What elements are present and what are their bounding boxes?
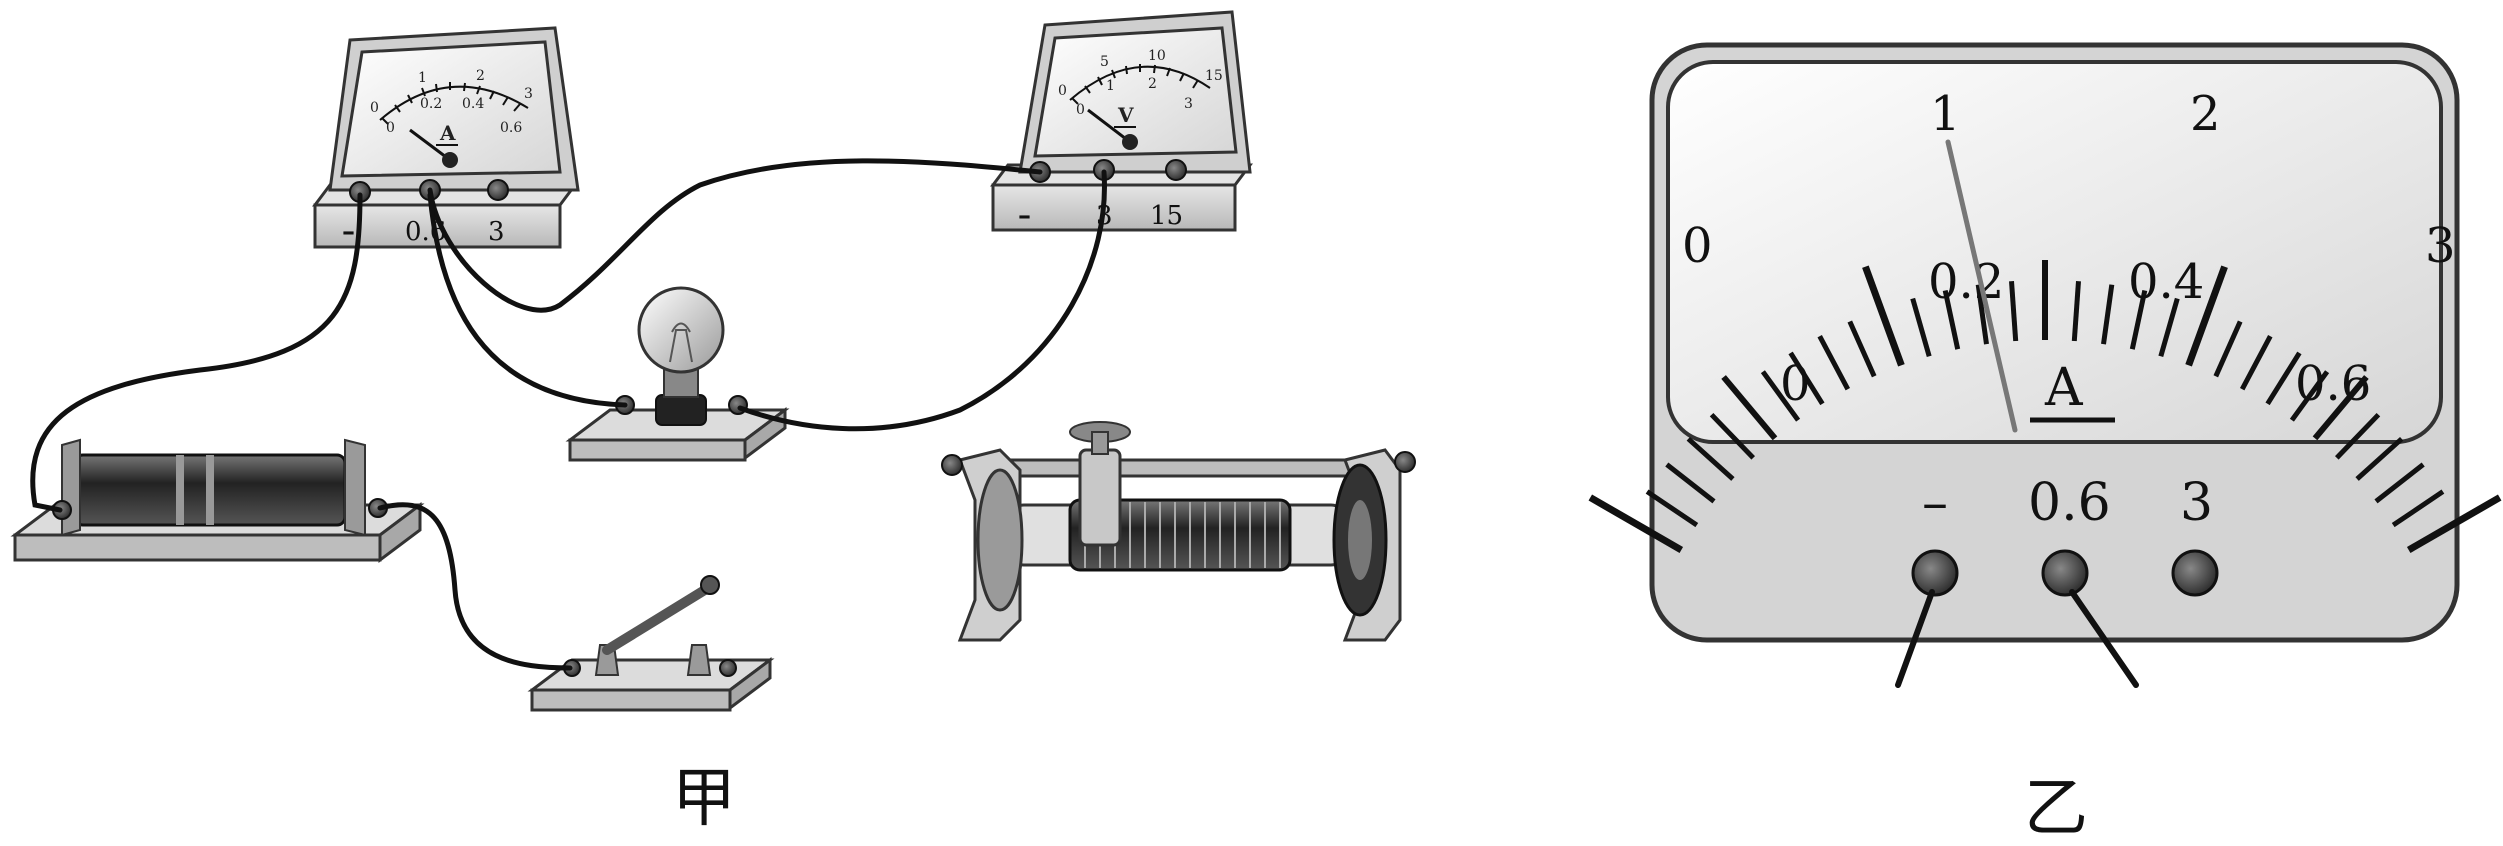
scale-tick [1588, 494, 1684, 554]
scale-tick [1975, 284, 1989, 345]
scale-tick [1709, 412, 1756, 460]
scale-tick [1760, 370, 1801, 422]
ammeter-small-outer-2: 2 [476, 68, 485, 84]
voltmeter-small-inner-2: 2 [1148, 76, 1157, 92]
voltmeter-small-inner-3: 3 [1184, 96, 1193, 112]
terminal-knob-3 [2171, 549, 2219, 597]
meter-large-scale [1588, 260, 2502, 554]
scale-tick [1942, 289, 1961, 350]
figure-a: 0 1 2 3 0 0.2 0.4 0.6 A – 0.6 3 [10, 10, 1416, 836]
battery-box [10, 438, 425, 563]
meter-large-inner-0: 0 [1780, 356, 1811, 412]
scale-tick [1721, 375, 1778, 441]
voltmeter-small-outer-0: 0 [1058, 83, 1067, 99]
scale-tick [1817, 335, 1851, 391]
terminal-knob-06 [2041, 549, 2089, 597]
meter-large-terminal-3: 3 [2180, 473, 2213, 533]
scale-tick [2185, 265, 2228, 367]
knife-switch [527, 575, 775, 712]
scale-tick [1847, 320, 1877, 378]
meter-large-needle [1945, 139, 2018, 433]
scale-tick [1686, 436, 1735, 481]
voltmeter-small-terminal-neg: – [1018, 201, 1031, 231]
wires [30, 158, 1107, 671]
figure-b-caption: 乙 [2024, 772, 2088, 846]
voltmeter-small-inner-0: 0 [1076, 102, 1085, 118]
lead-wire-neg [1895, 589, 1935, 688]
ammeter-small-inner-06: 0.6 [500, 120, 522, 136]
scale-tick [2391, 489, 2445, 528]
scale-tick [2009, 281, 2019, 342]
scale-tick [1788, 351, 1825, 406]
scale-tick [1645, 489, 1699, 528]
scale-tick [2406, 494, 2502, 554]
meter-large-outer-3: 3 [2425, 218, 2456, 274]
voltmeter-small-outer-10: 10 [1148, 48, 1166, 64]
scale-tick [2071, 281, 2081, 342]
lead-wire-06 [2069, 589, 2139, 688]
terminal-knob-neg [1911, 549, 1959, 597]
ammeter-small-inner-04: 0.4 [462, 96, 484, 112]
meter-large-inner-04: 0.4 [2128, 254, 2204, 310]
ammeter-small-terminal-neg: – [342, 217, 355, 247]
ammeter-small-outer-1: 1 [418, 70, 427, 86]
figure-b: 0 1 2 3 0 0.2 0.4 0.6 A – 0.6 3 乙 [1588, 42, 2502, 846]
ammeter-small-inner-02: 0.2 [420, 96, 442, 112]
meter-large-terminal-06: 0.6 [2028, 473, 2111, 533]
ammeter-small-outer-0: 0 [370, 100, 379, 116]
scale-tick [2239, 335, 2273, 391]
meter-large-inner-02: 0.2 [1928, 254, 2004, 310]
scale-tick [2334, 412, 2381, 460]
meter-large-terminal-neg: – [1922, 473, 1948, 533]
scale-tick [1862, 265, 1905, 367]
voltmeter-small-outer-15: 15 [1205, 68, 1223, 84]
voltmeter-small-outer-5: 5 [1100, 54, 1109, 70]
ammeter-small-outer-3: 3 [524, 86, 533, 102]
figure-a-caption: 甲 [672, 762, 736, 836]
voltmeter-small: 0 5 10 15 0 1 2 3 V – 3 15 [990, 10, 1253, 232]
scale-tick [2265, 351, 2302, 406]
scale-tick [2289, 370, 2330, 422]
scale-tick [2101, 284, 2115, 345]
meter-large-outer-1: 1 [1930, 86, 1961, 142]
meter-large-symbol: A [2044, 358, 2084, 418]
light-bulb [565, 286, 790, 462]
ammeter-small-inner-0: 0 [386, 120, 395, 136]
scale-tick [2312, 375, 2369, 441]
rheostat [941, 421, 1416, 642]
voltmeter-small-terminal-15: 15 [1150, 201, 1183, 231]
ammeter-small-symbol: A [439, 121, 456, 145]
scale-tick [2355, 436, 2404, 481]
meter-large-outer-0: 0 [1682, 218, 1713, 274]
scale-tick [2374, 462, 2425, 504]
meter-large-inner-06: 0.6 [2295, 356, 2371, 412]
ammeter-small: 0 1 2 3 0 0.2 0.4 0.6 A – 0.6 3 [312, 26, 580, 249]
ammeter-small-terminal-3: 3 [488, 217, 505, 247]
scale-tick [1910, 297, 1932, 357]
scale-tick [2213, 320, 2243, 378]
scale-tick [2129, 289, 2148, 350]
scale-tick [2158, 297, 2180, 357]
voltmeter-small-symbol: V [1117, 103, 1134, 127]
meter-large-outer-2: 2 [2190, 86, 2221, 142]
scale-tick [1665, 462, 1716, 504]
voltmeter-small-inner-1: 1 [1106, 78, 1115, 94]
